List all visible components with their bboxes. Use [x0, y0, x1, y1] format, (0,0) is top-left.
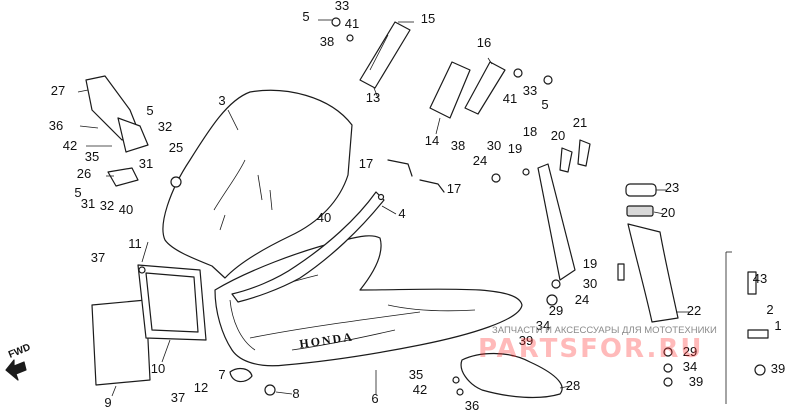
mirror-bracket-13: [359, 21, 411, 89]
side-cowl: [625, 183, 679, 323]
callout-34: 34: [536, 318, 550, 333]
fwd-label: FWD: [7, 342, 32, 361]
callout-5: 5: [74, 185, 81, 200]
fairing-stay: [231, 191, 385, 303]
headlight-lens: [91, 299, 151, 386]
callout-2: 2: [766, 302, 773, 317]
callout-4: 4: [398, 206, 405, 221]
callout-17: 17: [447, 181, 461, 196]
callout-32: 32: [158, 119, 172, 134]
callout-31: 31: [81, 196, 95, 211]
callout-3: 3: [218, 93, 225, 108]
callout-19: 19: [508, 141, 522, 156]
callout-19: 19: [583, 256, 597, 271]
callout-33: 33: [335, 0, 349, 13]
callout-25: 25: [169, 140, 183, 155]
callout-8: 8: [292, 386, 299, 401]
callout-37: 37: [91, 250, 105, 265]
callout-37: 37: [171, 390, 185, 405]
callout-31: 31: [139, 156, 153, 171]
callout-42: 42: [63, 138, 77, 153]
callout-13: 13: [366, 90, 380, 105]
callout-18: 18: [523, 124, 537, 139]
callout-24: 24: [575, 292, 589, 307]
hardware: [138, 17, 769, 396]
callout-5: 5: [146, 103, 153, 118]
callout-15: 15: [421, 11, 435, 26]
callout-33: 33: [523, 83, 537, 98]
callout-23: 23: [665, 180, 679, 195]
callout-35: 35: [85, 149, 99, 164]
left-mirror: [85, 75, 149, 187]
callout-20: 20: [551, 128, 565, 143]
callout-14: 14: [425, 133, 439, 148]
callout-16: 16: [477, 35, 491, 50]
fwd-arrow: FWD: [5, 342, 32, 381]
callout-10: 10: [151, 361, 165, 376]
callout-7: 7: [218, 367, 225, 382]
callout-26: 26: [77, 166, 91, 181]
callout-11: 11: [128, 236, 142, 251]
callout-24: 24: [473, 153, 487, 168]
right-mirror: [460, 352, 563, 399]
callout-38: 38: [320, 34, 334, 49]
callout-34: 34: [683, 359, 697, 374]
callout-1: 1: [774, 318, 781, 333]
callout-36: 36: [465, 398, 479, 413]
callout-41: 41: [345, 16, 359, 31]
callout-30: 30: [487, 138, 501, 153]
callout-32: 32: [100, 198, 114, 213]
callout-42: 42: [413, 382, 427, 397]
callout-43: 43: [753, 271, 767, 286]
callout-40: 40: [317, 210, 331, 225]
callout-6: 6: [371, 391, 378, 406]
callout-28: 28: [566, 378, 580, 393]
callout-30: 30: [583, 276, 597, 291]
callout-29: 29: [549, 303, 563, 318]
windscreen: [162, 89, 353, 279]
watermark-line: ЗАПЧАСТИ И АКСЕССУАРЫ ДЛЯ МОТОТЕХНИКИ: [492, 325, 717, 336]
callout-5: 5: [541, 97, 548, 112]
callout-39: 39: [519, 333, 533, 348]
callout-12: 12: [194, 380, 208, 395]
callout-17: 17: [359, 156, 373, 171]
callout-27: 27: [51, 83, 65, 98]
callout-40: 40: [119, 202, 133, 217]
leader-lines: [77, 19, 758, 397]
callout-41: 41: [503, 91, 517, 106]
callout-35: 35: [409, 367, 423, 382]
stay-rod: [537, 163, 576, 281]
inset-bracket: [725, 251, 732, 404]
mirror-bracket-14: [429, 61, 506, 119]
headlight-rim: [137, 264, 207, 341]
upper-cowl: [214, 235, 523, 367]
watermark-logo: PARTSFOR.RU: [478, 334, 703, 364]
callout-21: 21: [573, 115, 587, 130]
callout-39: 39: [771, 361, 785, 376]
callout-22: 22: [687, 303, 701, 318]
callout-39: 39: [689, 374, 703, 389]
callout-38: 38: [451, 138, 465, 153]
callout-9: 9: [104, 395, 111, 410]
callout-20: 20: [661, 205, 675, 220]
callout-36: 36: [49, 118, 63, 133]
callout-29: 29: [683, 344, 697, 359]
callout-5: 5: [302, 9, 309, 24]
